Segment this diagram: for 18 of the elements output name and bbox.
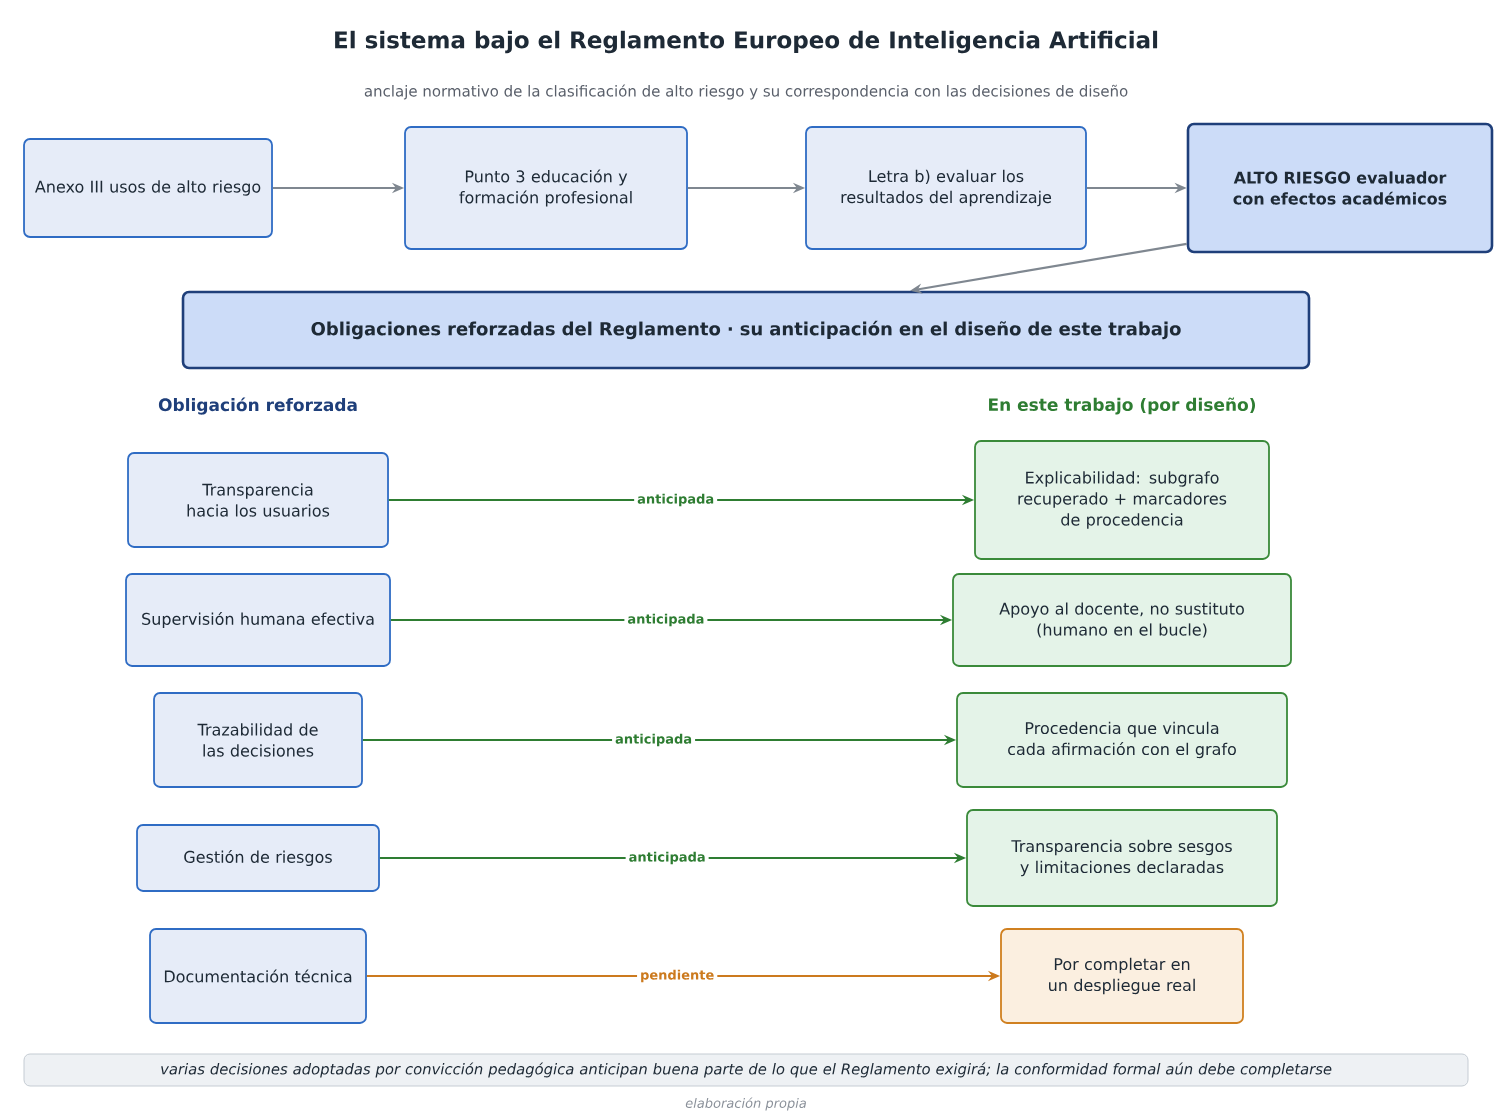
highlight-box: ALTO RIESGO evaluador con efectos académicos — [1186, 122, 1494, 254]
result-box: Procedencia que vincula cada afirmación con el grafo — [956, 692, 1288, 788]
process-box: Supervisión humana efectiva — [125, 573, 391, 667]
process-box: Gestión de riesgos — [136, 824, 380, 892]
pending-box: Por completar en un despliegue real — [1000, 928, 1244, 1024]
result-box: Explicabilidad: subgrafo recuperado + marcadores de procedencia — [974, 440, 1270, 560]
process-box: Anexo III usos de alto riesgo — [23, 138, 273, 238]
process-box: Trazabilidad de las decisiones — [153, 692, 363, 788]
process-box: Transparencia hacia los usuarios — [127, 452, 389, 548]
process-box: Documentación técnica — [149, 928, 367, 1024]
column-heading: En este trabajo (por diseño) — [989, 397, 1256, 415]
process-box: Letra b) evaluar los resultados del aprendizaje — [805, 126, 1087, 250]
title: El sistema bajo el Reglamento Europeo de Inteligencia Artificial — [335, 30, 1158, 54]
column-heading: Obligación reforzada — [158, 397, 357, 415]
result-box: Transparencia sobre sesgos y limitaciones declaradas — [966, 809, 1278, 907]
highlight-box: Obligaciones reforzadas del Reglamento · su anticipación en el diseño de este trabajo — [181, 290, 1311, 370]
result-box: Apoyo al docente, no sustituto (humano en el bucle) — [952, 573, 1292, 667]
process-box: Punto 3 educación y formación profesional — [404, 126, 688, 250]
